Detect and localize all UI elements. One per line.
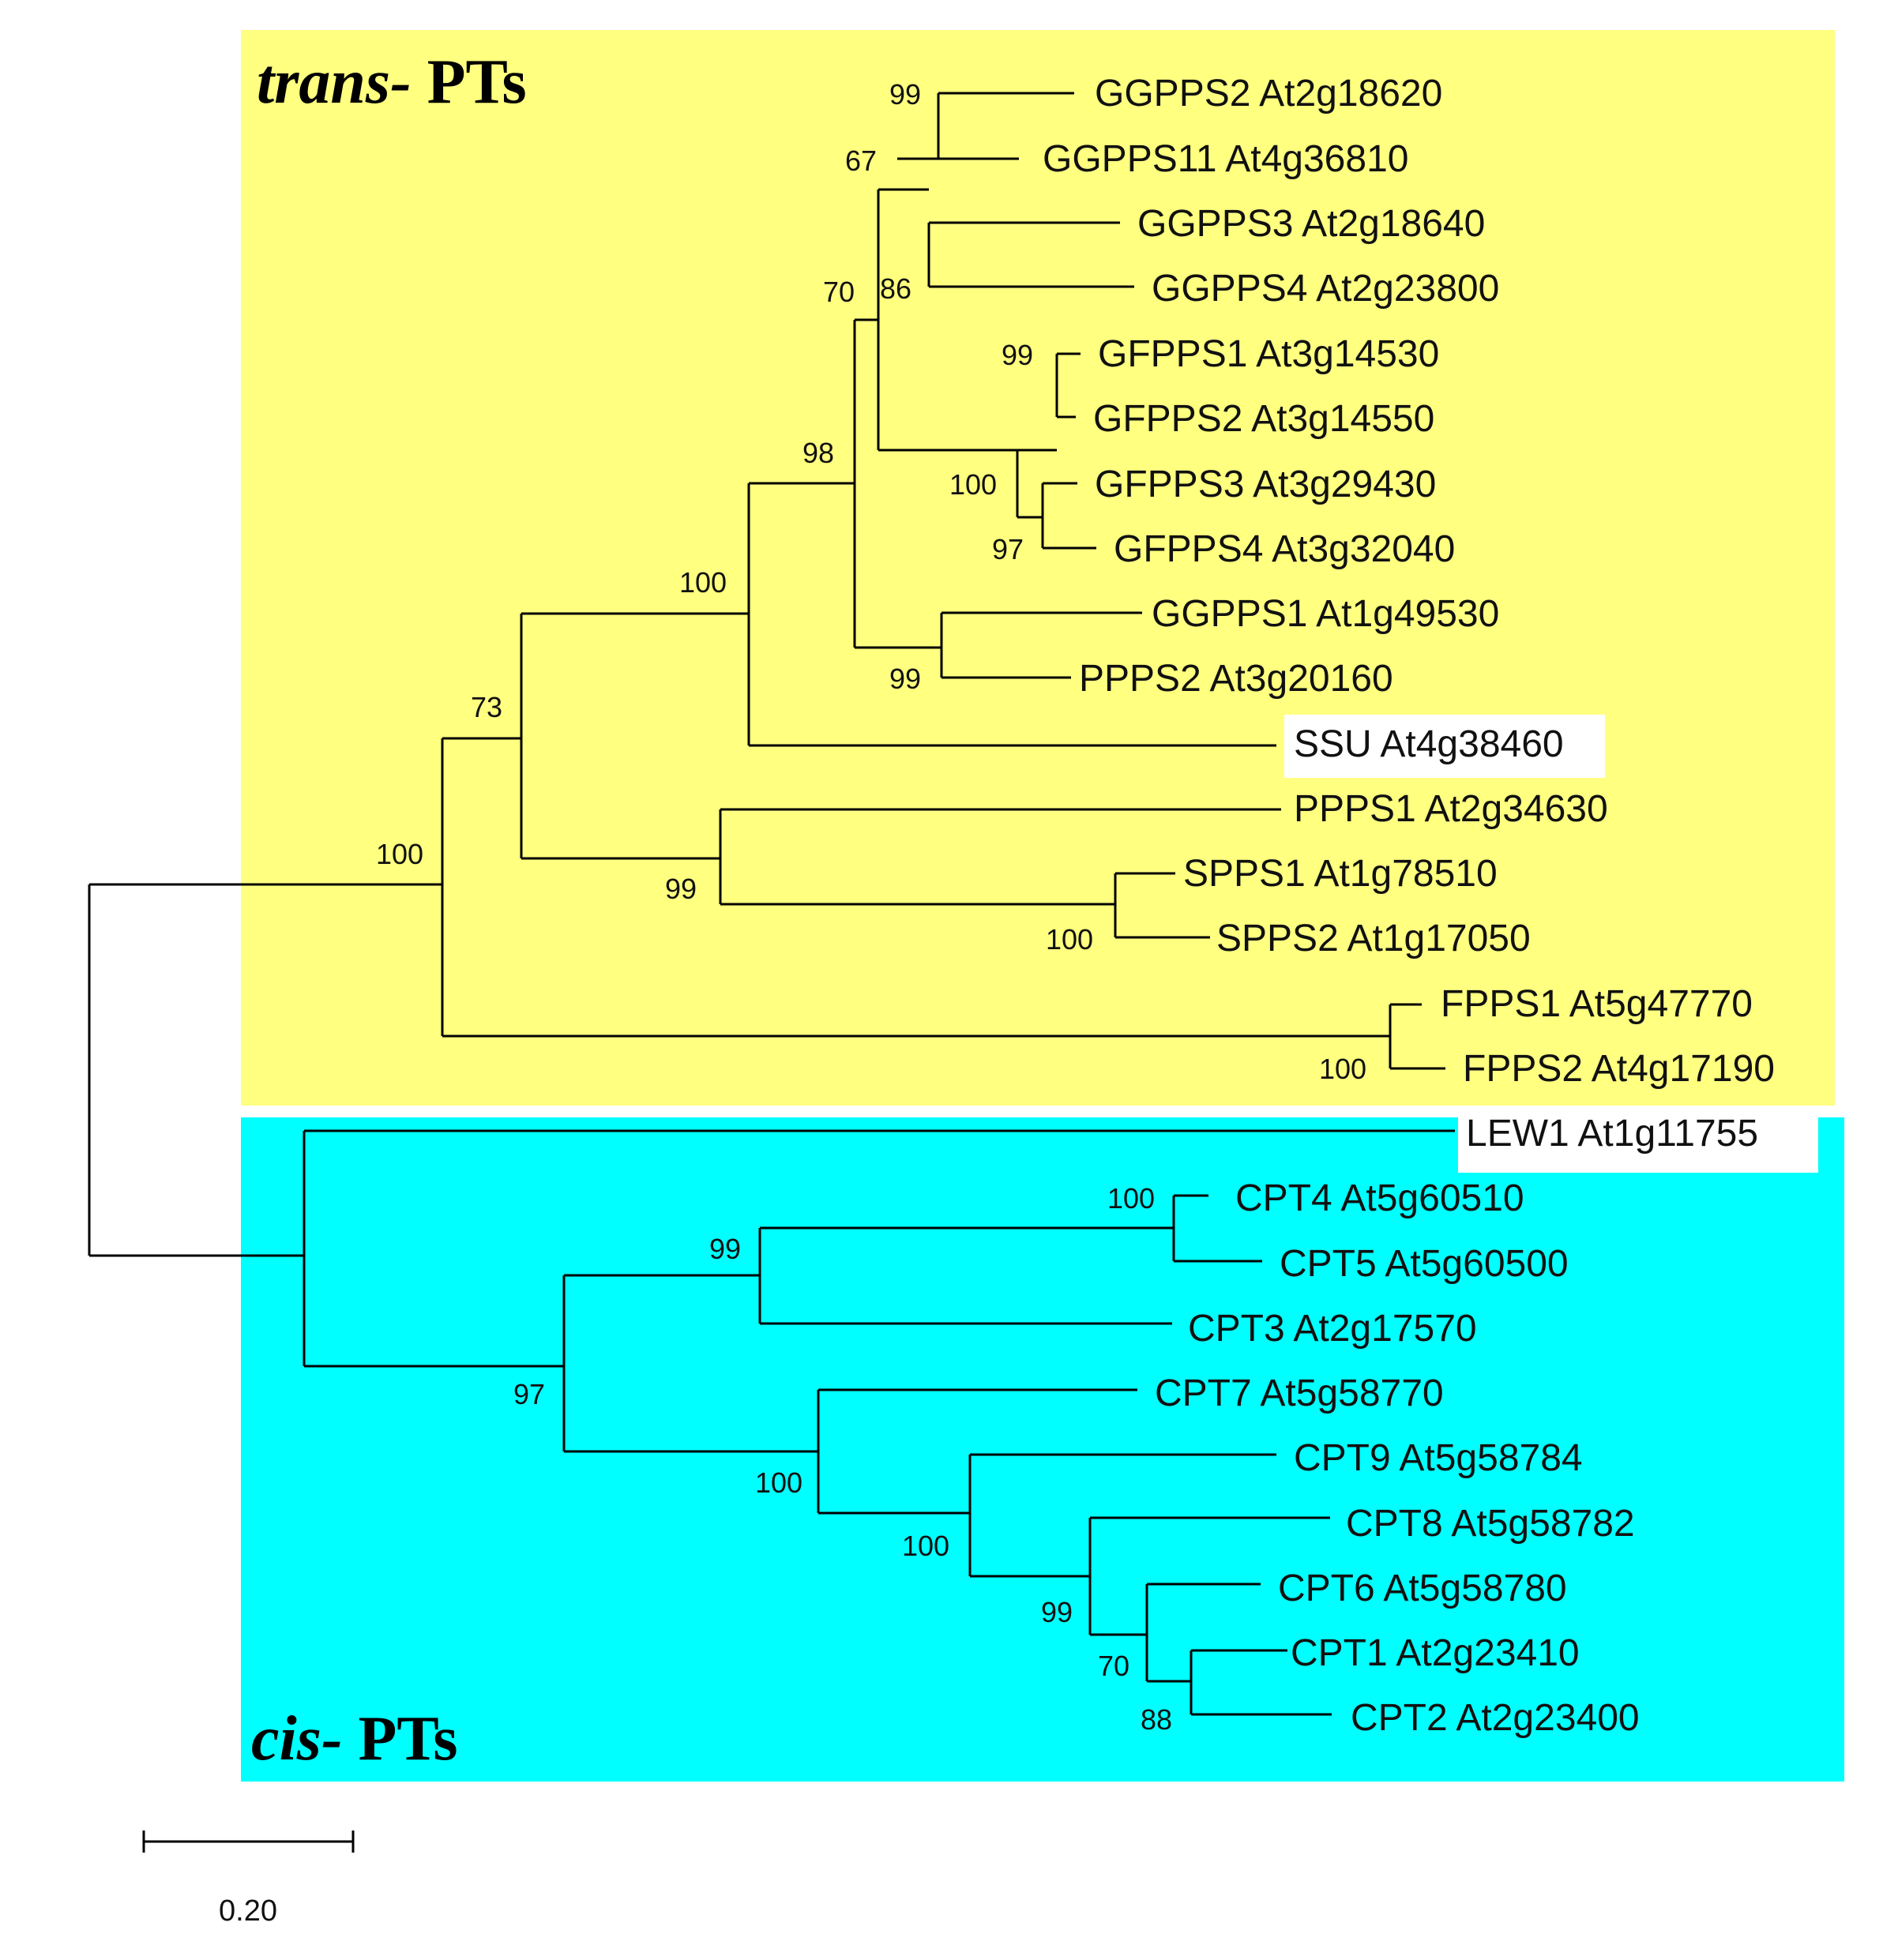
leaf-label: CPT4 At5g60510 xyxy=(1235,1177,1524,1219)
branch-n22 xyxy=(817,1388,1137,1515)
branch-n8 xyxy=(747,482,1276,747)
leaf-label: SSU At4g38460 xyxy=(1294,723,1564,765)
branch-n16 xyxy=(968,1453,1276,1578)
leaf-label: GGPPS3 At2g18640 xyxy=(1137,203,1485,245)
leaf-label: GGPPS1 At1g49530 xyxy=(1152,593,1499,635)
trans-clade-panel xyxy=(241,30,1835,1106)
leaf-label: CPT2 At2g23400 xyxy=(1351,1697,1640,1739)
branch-n11 xyxy=(441,737,1390,1038)
leaf-label: CPT5 At5g60500 xyxy=(1280,1243,1569,1285)
leaf-label: CPT3 At2g17570 xyxy=(1188,1308,1477,1350)
leaf-label: SPPS1 At1g78510 xyxy=(1183,853,1498,895)
bootstrap-value: 100 xyxy=(1046,923,1093,956)
bootstrap-value: 100 xyxy=(376,838,423,870)
branch-n10 xyxy=(520,612,749,860)
bootstrap-value: 70 xyxy=(1098,1650,1129,1682)
bootstrap-value: 73 xyxy=(471,691,502,723)
bootstrap-value: 99 xyxy=(709,1233,741,1265)
branch-n9 xyxy=(940,611,1142,679)
cis-clade-title: cis- PTs xyxy=(251,1704,458,1774)
leaf-label: GFPPS4 At3g32040 xyxy=(1114,528,1455,570)
branch-n2 xyxy=(877,188,1017,452)
tree-branches xyxy=(88,92,1455,1716)
bootstrap-value: 100 xyxy=(949,468,997,501)
leaf-labels: GGPPS2 At2g18620 GGPPS11 At4g36810 GGPPS… xyxy=(1043,73,1775,1739)
bootstrap-value: 100 xyxy=(1319,1053,1366,1085)
leaf-label: CPT1 At2g23410 xyxy=(1291,1632,1580,1674)
branch-n4 xyxy=(853,318,942,649)
branch-n13 xyxy=(1114,872,1210,939)
branch-n20 xyxy=(1145,1583,1261,1683)
leaf-label: CPT6 At5g58780 xyxy=(1278,1568,1567,1609)
bootstrap-value: 99 xyxy=(1041,1596,1073,1628)
ssu-highlight-box xyxy=(1284,715,1605,778)
leaf-label: CPT7 At5g58770 xyxy=(1155,1372,1444,1414)
bootstrap-value: 86 xyxy=(880,272,911,305)
leaf-label: GGPPS2 At2g18620 xyxy=(1095,73,1442,115)
bootstrap-value: 99 xyxy=(889,663,921,695)
bootstrap-value: 99 xyxy=(1002,339,1033,371)
leaf-label: GGPPS4 At2g23800 xyxy=(1152,268,1499,310)
bootstrap-value: 70 xyxy=(823,276,855,308)
bootstrap-value: 98 xyxy=(802,437,834,469)
branch-n3 xyxy=(897,188,1134,288)
branch-n6 xyxy=(1016,449,1057,519)
branch-n5 xyxy=(1055,352,1081,419)
branch-n1 xyxy=(897,92,1074,160)
bootstrap-value: 88 xyxy=(1141,1703,1172,1736)
leaf-label: GFPPS1 At3g14530 xyxy=(1098,333,1439,375)
leaf-label: GGPPS11 At4g36810 xyxy=(1043,138,1408,180)
bootstrap-value: 100 xyxy=(1107,1182,1155,1215)
leaf-label: FPPS1 At5g47770 xyxy=(1441,983,1753,1025)
bootstrap-value: 97 xyxy=(513,1378,545,1410)
leaf-label: GFPPS2 At3g14550 xyxy=(1093,398,1434,440)
leaf-label: CPT8 At5g58782 xyxy=(1346,1503,1635,1545)
bootstrap-value: 99 xyxy=(665,873,697,905)
bootstrap-value: 97 xyxy=(992,533,1024,565)
lew1-highlight-box xyxy=(1458,1110,1818,1173)
bootstrap-labels: 99 67 86 70 99 100 97 98 99 100 73 99 10… xyxy=(376,78,1366,1736)
bootstrap-value: 100 xyxy=(755,1466,802,1499)
branch-n15 xyxy=(1172,1194,1262,1263)
bootstrap-value: 100 xyxy=(679,566,727,599)
cis-clade-panel xyxy=(241,1117,1844,1782)
branch-n21 xyxy=(1088,1516,1330,1636)
branch-n12 xyxy=(719,808,1281,906)
branch-n19 xyxy=(1190,1649,1332,1716)
leaf-label: PPPS1 At2g34630 xyxy=(1294,788,1608,830)
leaf-label: PPPS2 At3g20160 xyxy=(1079,658,1393,700)
branch-root xyxy=(88,883,442,1257)
leaf-label: SPPS2 At1g17050 xyxy=(1216,918,1531,959)
leaf-label: LEW1 At1g11755 xyxy=(1466,1113,1758,1155)
branch-n7 xyxy=(1041,482,1096,550)
bootstrap-value: 67 xyxy=(845,145,877,177)
bootstrap-value: 99 xyxy=(889,78,921,111)
branch-n23 xyxy=(303,1129,1455,1368)
leaf-label: CPT9 At5g58784 xyxy=(1294,1437,1583,1479)
leaf-label: FPPS2 At4g17190 xyxy=(1463,1048,1775,1090)
scale-bar-label: 0.20 xyxy=(219,1894,277,1928)
scale-bar: 0.20 xyxy=(142,1830,355,1928)
branch-n14 xyxy=(1389,1003,1445,1070)
branch-n17 xyxy=(758,1226,1174,1325)
trans-clade-title: trans- PTs xyxy=(257,47,527,117)
leaf-label: GFPPS3 At3g29430 xyxy=(1095,464,1436,505)
branch-n18 xyxy=(562,1274,818,1453)
bootstrap-value: 100 xyxy=(902,1530,949,1562)
scale-bar-line xyxy=(142,1830,355,1853)
